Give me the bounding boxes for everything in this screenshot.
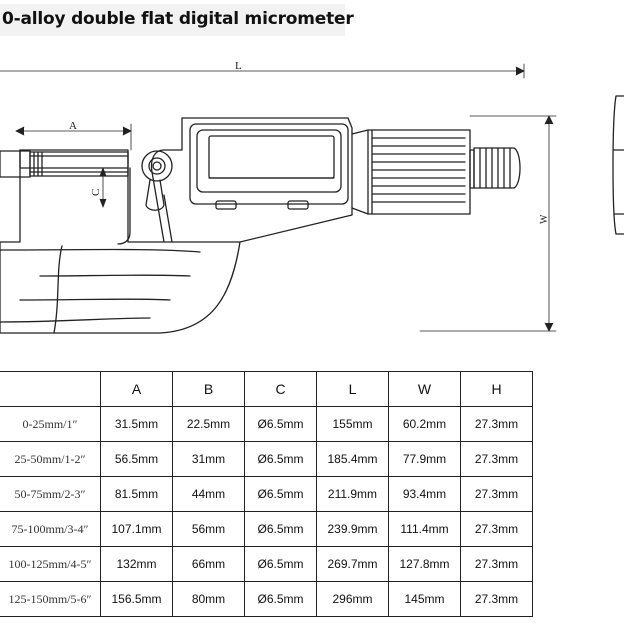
table-cell: 239.9mm bbox=[316, 511, 389, 547]
range-cell: 50-75mm/2-3″ bbox=[0, 476, 101, 512]
title-banner: 0-alloy double flat digital micrometer bbox=[0, 4, 354, 36]
micrometer-drawing: L A C W bbox=[0, 60, 624, 334]
range-cell: 125-150mm/5-6″ bbox=[0, 581, 101, 617]
table-cell: 27.3mm bbox=[460, 546, 533, 582]
dimension-a bbox=[15, 123, 132, 151]
table-cell: 81.5mm bbox=[100, 476, 173, 512]
range-cell: 100-125mm/4-5″ bbox=[0, 546, 101, 582]
thimble bbox=[351, 129, 471, 215]
dim-label-c: C bbox=[90, 189, 102, 196]
table-cell: 31mm bbox=[172, 441, 245, 477]
table-cell: Ø6.5mm bbox=[244, 546, 317, 582]
table-cell: Ø6.5mm bbox=[244, 476, 317, 512]
table-cell: 155mm bbox=[316, 406, 389, 442]
table-cell: 211.9mm bbox=[316, 476, 389, 512]
page-title: 0-alloy double flat digital micrometer bbox=[2, 9, 354, 29]
dim-label-l: L bbox=[235, 60, 242, 72]
table-cell: 296mm bbox=[316, 581, 389, 617]
dimension-c bbox=[99, 167, 107, 208]
table-row: 75-100mm/3-4″ 107.1mm 56mm Ø6.5mm 239.9m… bbox=[0, 511, 533, 547]
side-view bbox=[612, 95, 624, 235]
table-row: 50-75mm/2-3″ 81.5mm 44mm Ø6.5mm 211.9mm … bbox=[0, 476, 533, 512]
table-header-row: A B C L W H bbox=[0, 371, 533, 407]
table-cell: 145mm bbox=[388, 581, 461, 617]
spec-table: A B C L W H 0-25mm/1″ 31.5mm 22.5mm Ø6.5… bbox=[0, 371, 533, 617]
table-header-cell bbox=[0, 371, 101, 407]
table-header-cell: L bbox=[316, 371, 389, 407]
table-header-cell: H bbox=[460, 371, 533, 407]
micrometer-frame bbox=[0, 117, 353, 334]
table-cell: 27.3mm bbox=[460, 441, 533, 477]
table-cell: 31.5mm bbox=[100, 406, 173, 442]
dim-label-w: W bbox=[539, 214, 550, 224]
table-cell: 66mm bbox=[172, 546, 245, 582]
table-cell: Ø6.5mm bbox=[244, 441, 317, 477]
table-cell: 27.3mm bbox=[460, 406, 533, 442]
range-cell: 0-25mm/1″ bbox=[0, 406, 101, 442]
table-cell: 107.1mm bbox=[100, 511, 173, 547]
table-cell: Ø6.5mm bbox=[244, 406, 317, 442]
table-cell: Ø6.5mm bbox=[244, 581, 317, 617]
table-header-cell: C bbox=[244, 371, 317, 407]
table-cell: 27.3mm bbox=[460, 476, 533, 512]
lock-lever bbox=[141, 150, 173, 211]
table-cell: 27.3mm bbox=[460, 511, 533, 547]
table-cell: 80mm bbox=[172, 581, 245, 617]
table-cell: 127.8mm bbox=[388, 546, 461, 582]
table-cell: 27.3mm bbox=[460, 581, 533, 617]
dim-label-a: A bbox=[69, 120, 77, 132]
table-header-cell: W bbox=[388, 371, 461, 407]
table-cell: Ø6.5mm bbox=[244, 511, 317, 547]
table-header-cell: B bbox=[172, 371, 245, 407]
table-row: 100-125mm/4-5″ 132mm 66mm Ø6.5mm 269.7mm… bbox=[0, 546, 533, 582]
table-cell: 156.5mm bbox=[100, 581, 173, 617]
table-cell: 77.9mm bbox=[388, 441, 461, 477]
table-cell: 44mm bbox=[172, 476, 245, 512]
table-cell: 22.5mm bbox=[172, 406, 245, 442]
spindle bbox=[0, 150, 129, 178]
table-cell: 56.5mm bbox=[100, 441, 173, 477]
table-cell: 269.7mm bbox=[316, 546, 389, 582]
table-cell: 56mm bbox=[172, 511, 245, 547]
display-housing bbox=[189, 123, 349, 210]
table-row: 125-150mm/5-6″ 156.5mm 80mm Ø6.5mm 296mm… bbox=[0, 581, 533, 617]
table-cell: 93.4mm bbox=[388, 476, 461, 512]
dimension-w bbox=[419, 115, 557, 332]
range-cell: 25-50mm/1-2″ bbox=[0, 441, 101, 477]
table-header-cell: A bbox=[100, 371, 173, 407]
ratchet-knob bbox=[469, 147, 521, 189]
table-cell: 111.4mm bbox=[388, 511, 461, 547]
table-row: 0-25mm/1″ 31.5mm 22.5mm Ø6.5mm 155mm 60.… bbox=[0, 406, 533, 442]
table-row: 25-50mm/1-2″ 56.5mm 31mm Ø6.5mm 185.4mm … bbox=[0, 441, 533, 477]
table-cell: 60.2mm bbox=[388, 406, 461, 442]
table-cell: 132mm bbox=[100, 546, 173, 582]
table-cell: 185.4mm bbox=[316, 441, 389, 477]
dimension-l bbox=[0, 63, 525, 79]
range-cell: 75-100mm/3-4″ bbox=[0, 511, 101, 547]
